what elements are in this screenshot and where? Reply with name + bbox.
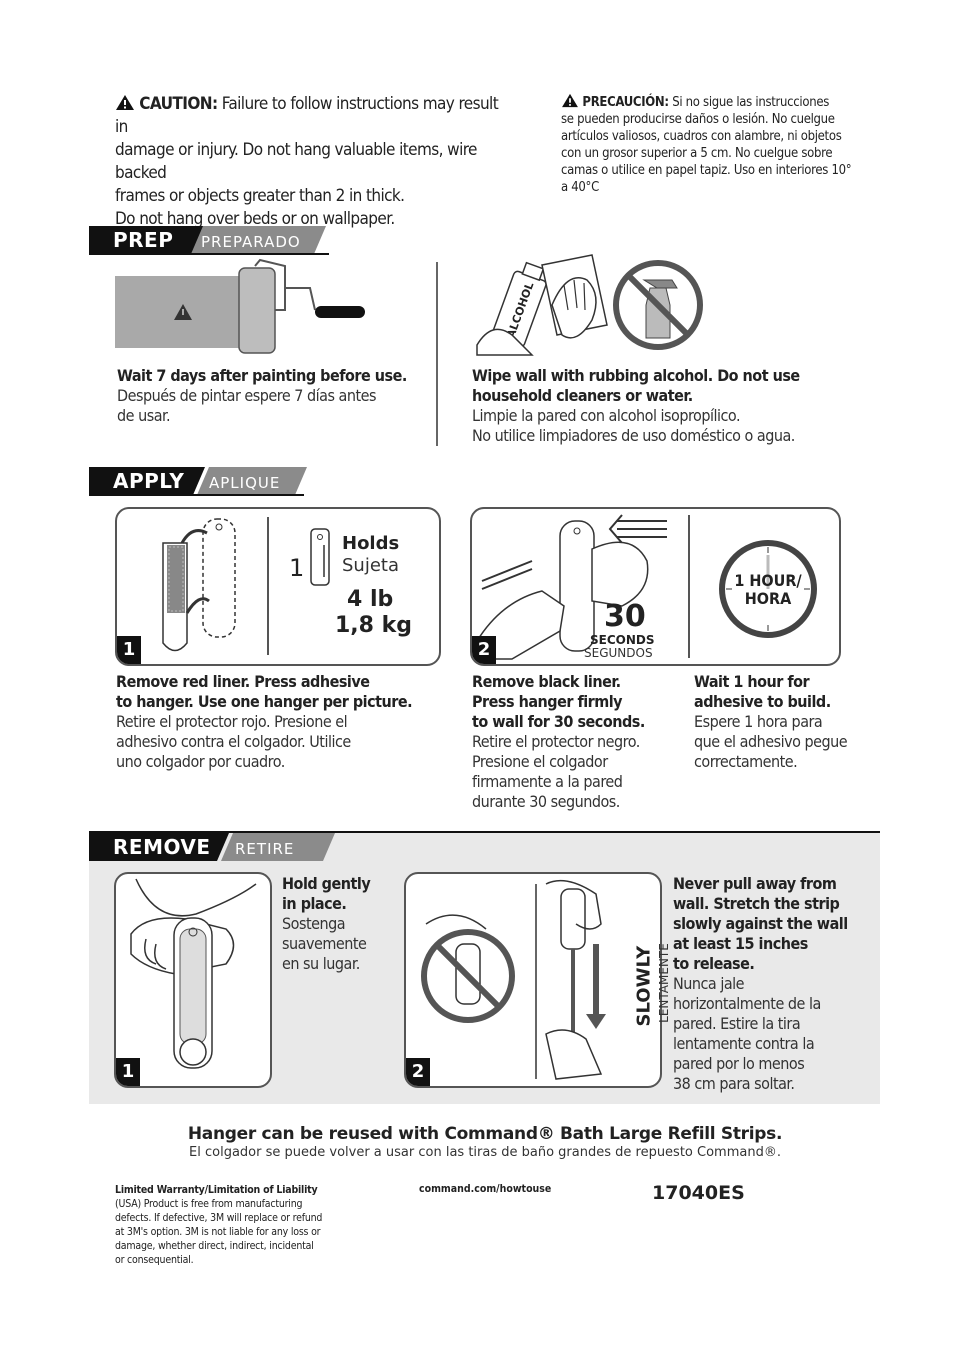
hour-label: 1 HOUR/ [734, 571, 802, 590]
precaucion-line: con un grosor superior a 5 cm. No cuelgu… [561, 146, 833, 161]
column-divider [436, 262, 438, 446]
segundos-label: SEGUNDOS [584, 646, 653, 660]
caution-line: damage or injury. Do not hang valuable i… [115, 140, 477, 183]
warranty-line: or consequential. [115, 1254, 194, 1266]
step-number: 2 [406, 1058, 430, 1086]
remove-header: RETIRE REMOVE [89, 833, 339, 861]
remove-subtitle: RETIRE [221, 833, 335, 861]
seconds-label: SECONDS [590, 633, 655, 647]
apply-subtitle: APLIQUE [197, 467, 307, 495]
warranty-line: damage, whether direct, indirect, incide… [115, 1240, 314, 1252]
remove-step2-text: Never pull away from wall. Stretch the s… [673, 874, 848, 1093]
clock-icon [719, 540, 817, 638]
caution-label: CAUTION: [139, 94, 218, 114]
holds-count: 1 [289, 554, 305, 582]
apply-step3-text: Wait 1 hour for adhesive to build. Esper… [694, 672, 848, 771]
apply-title: APPLY [89, 467, 205, 495]
slowly-label: SLOWLY [633, 945, 655, 1027]
website-link[interactable]: command.com/howtouse [419, 1183, 552, 1195]
prep-title: PREP [89, 226, 203, 254]
precaucion-block: PRECAUCIÓN: Si no sigue las instruccione… [561, 93, 871, 196]
header-rule [89, 253, 329, 255]
weight-lb: 4 lb [347, 587, 394, 612]
product-code: 17040ES [652, 1182, 745, 1204]
remove-step1-text: Hold gently in place. Sostenga suavement… [282, 874, 371, 973]
precaucion-line: camas o utilice en papel tapiz. Uso en i… [561, 163, 852, 178]
header-rule [89, 494, 304, 496]
warning-icon [116, 95, 134, 110]
precaucion-line: se pueden producirse daños o lesión. No … [561, 112, 835, 127]
warranty-line: defects. If defective, 3M will replace o… [115, 1212, 323, 1224]
apply-step1-text: Remove red liner. Press adhesive to hang… [116, 672, 413, 771]
precaucion-line: a 40°C [561, 180, 599, 195]
apply-step2-text: Remove black liner. Press hanger firmly … [472, 672, 645, 811]
reuse-en: Hanger can be reused with Command® Bath … [187, 1124, 783, 1144]
warranty-title: Limited Warranty/Limitation of Liability [115, 1184, 318, 1196]
apply-panel-1: 1 1 Holds Sujeta 4 lb 1,8 kg [115, 507, 441, 666]
prep-header: PREPARADO PREP [89, 226, 329, 254]
warranty-block: Limited Warranty/Limitation of Liability… [115, 1183, 365, 1267]
apply-panel-2: 30 SECONDS SEGUNDOS 2 1 HOUR/ HORA [470, 507, 841, 666]
caution-line: frames or objects greater than 2 in thic… [115, 186, 405, 206]
prep-step1-text: Wait 7 days after painting before use. D… [117, 366, 407, 425]
step-number: 1 [116, 1058, 140, 1086]
hanger-icon [310, 528, 330, 586]
precaucion-line: artículos valiosos, cuadros con alambre,… [561, 129, 842, 144]
sujeta-label: Sujeta [342, 555, 399, 576]
caution-line: Do not hang over beds or on wallpaper. [115, 209, 395, 229]
hora-label: HORA [744, 589, 792, 608]
holds-label: Holds [342, 533, 400, 554]
warranty-line: at 3M's option. 3M is not liable for any… [115, 1226, 321, 1238]
prep-subtitle: PREPARADO [189, 226, 326, 254]
warning-icon [562, 93, 578, 108]
paint-roller-illustration [115, 258, 365, 354]
precaucion-line: Si no sigue las instrucciones [672, 95, 830, 110]
precaucion-label: PRECAUCIÓN: [582, 95, 669, 110]
adhesive-strip-illustration [162, 518, 236, 652]
caution-line: Failure to follow instructions may resul… [115, 94, 499, 137]
seconds-number: 30 [604, 599, 646, 634]
apply-header: APLIQUE APPLY [89, 467, 309, 495]
reuse-es: El colgador se puede volver a usar con l… [189, 1145, 781, 1160]
lentamente-label: LENTAMENTE [657, 943, 671, 1023]
remove-title: REMOVE [89, 833, 229, 861]
remove-panel-1: 1 [114, 872, 272, 1088]
weight-kg: 1,8 kg [335, 613, 413, 638]
press-hanger-illustration [476, 514, 667, 660]
prep-step2-text: Wipe wall with rubbing alcohol. Do not u… [472, 366, 800, 445]
hold-hanger-illustration [130, 878, 257, 1069]
remove-top-rule [89, 831, 880, 833]
panel-divider [267, 517, 269, 655]
warranty-line: (USA) Product is free from manufacturing [115, 1198, 303, 1210]
remove-panel-2: SLOWLY LENTAMENTE 2 [404, 872, 671, 1088]
step-number: 2 [472, 636, 496, 664]
step-number: 1 [117, 636, 141, 664]
panel-divider [688, 515, 690, 658]
pull-strip-illustration [421, 879, 606, 1080]
alcohol-wipe-illustration: ALCOHOL [476, 254, 703, 356]
